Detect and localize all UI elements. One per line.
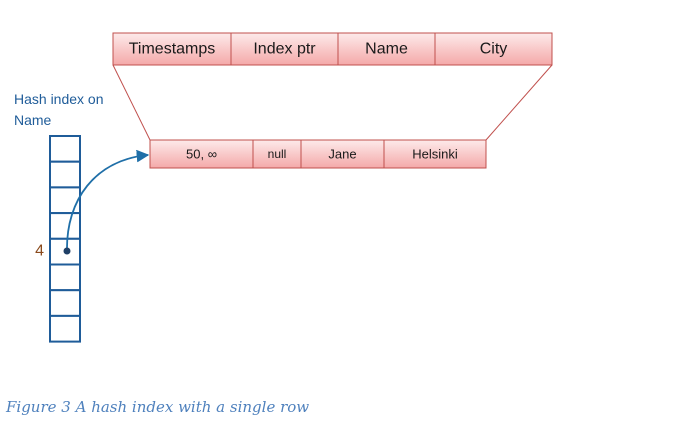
hash-bucket-6 <box>49 289 81 317</box>
bucket-pointer-dot <box>63 247 71 255</box>
hash-bucket-column <box>49 135 81 343</box>
hash-bucket-1 <box>49 160 81 189</box>
hash-index-label-line2: Name <box>14 112 52 128</box>
header-label-index-ptr: Index ptr <box>253 41 316 58</box>
hash-index-label-line1: Hash index on <box>14 91 104 107</box>
hash-bucket-0 <box>49 135 81 163</box>
row-value-city: Helsinki <box>412 147 458 162</box>
header-cell-timestamps: Timestamps <box>112 32 232 66</box>
hash-bucket-2 <box>49 186 81 215</box>
hash-bucket-7 <box>49 314 81 343</box>
row-cell-city: Helsinki <box>383 139 487 169</box>
connector-right <box>485 64 553 141</box>
bucket-pointer-arrow <box>66 149 150 252</box>
header-cell-index-ptr: Index ptr <box>230 32 339 66</box>
data-row: 50, ∞ null Jane Helsinki <box>149 139 487 169</box>
hash-bucket-3 <box>49 212 81 240</box>
header-cell-city: City <box>434 32 553 66</box>
hash-bucket-5 <box>49 263 81 292</box>
row-value-name: Jane <box>328 147 356 162</box>
header-row: Timestamps Index ptr Name City <box>112 32 553 66</box>
row-cell-index-ptr: null <box>252 139 302 169</box>
header-label-name: Name <box>365 41 408 58</box>
bucket-number-label: 4 <box>35 243 44 260</box>
figure-caption: Figure 3 A hash index with a single row <box>6 398 310 416</box>
header-label-timestamps: Timestamps <box>129 41 216 58</box>
row-cell-name: Jane <box>300 139 385 169</box>
row-value-index-ptr: null <box>268 147 287 161</box>
header-cell-name: Name <box>337 32 436 66</box>
row-cell-timestamps: 50, ∞ <box>149 139 254 169</box>
connector-left <box>112 64 151 141</box>
header-label-city: City <box>480 41 508 58</box>
row-value-timestamps: 50, ∞ <box>186 147 217 162</box>
